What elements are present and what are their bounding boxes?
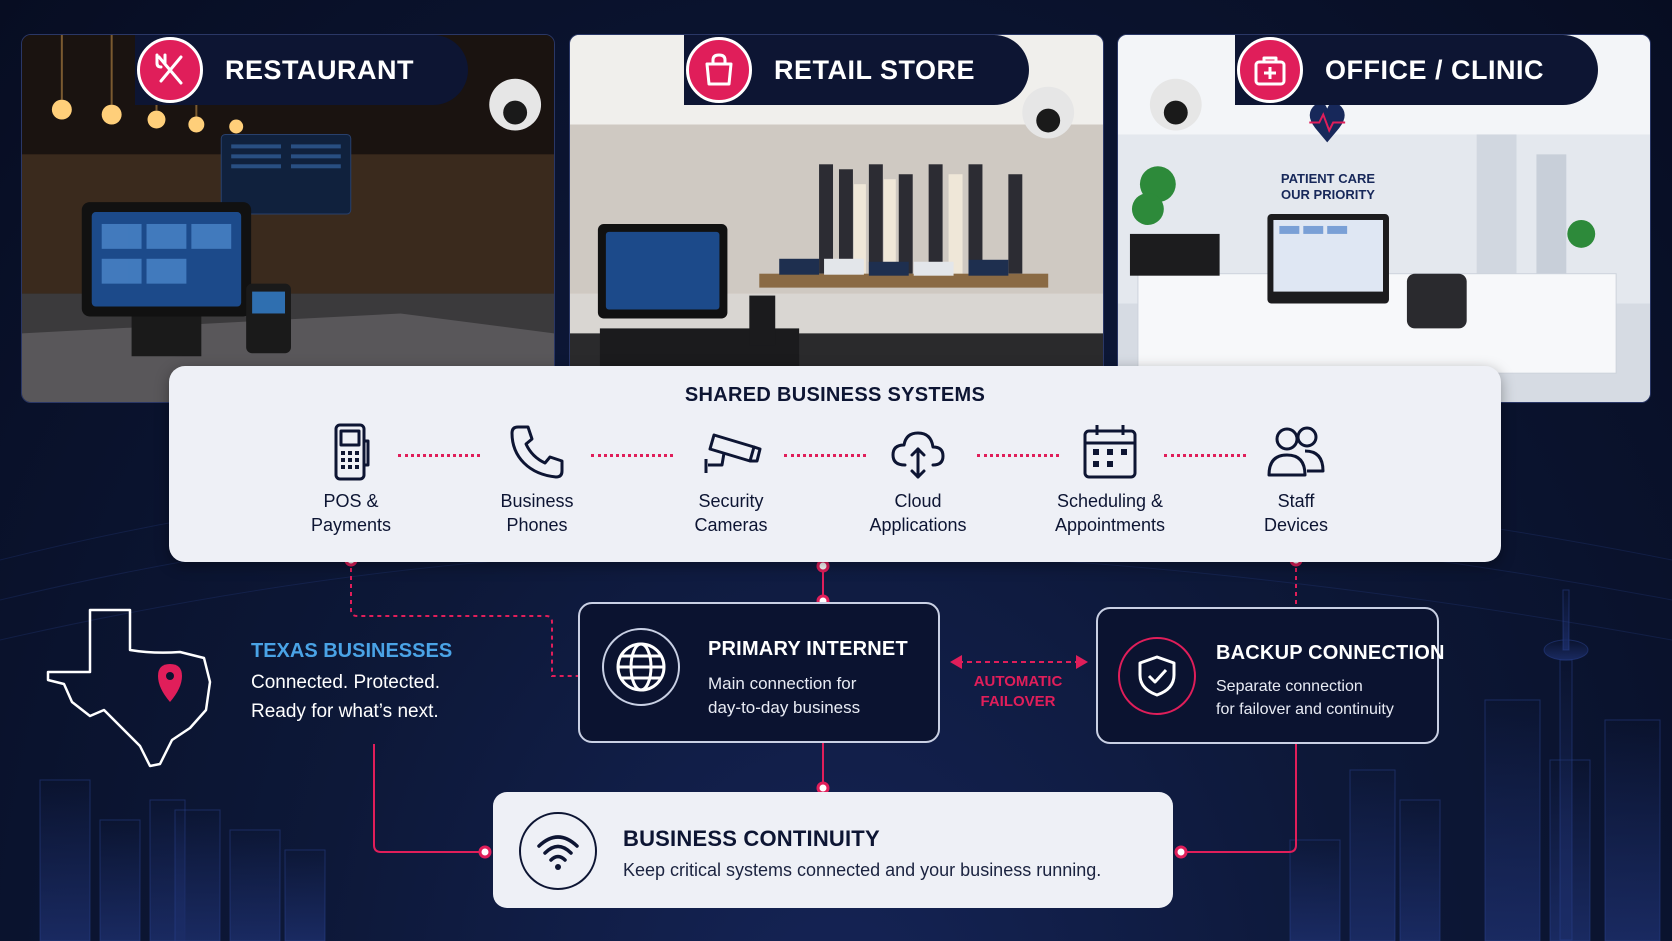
backup-connection-line1: Separate connection (1216, 678, 1363, 695)
panel-title: OFFICE / CLINIC (1325, 54, 1544, 85)
panel-title: RESTAURANT (225, 54, 414, 85)
texas-title: TEXAS BUSINESSES (251, 640, 453, 662)
clinic-sign: PATIENT CARE OUR PRIORITY (1258, 171, 1398, 203)
wifi-icon (519, 812, 597, 890)
dotted-link (591, 454, 673, 457)
failover-line2: FAILOVER (980, 693, 1056, 710)
shield-check-icon (1118, 637, 1196, 715)
dotted-link (977, 454, 1059, 457)
shared-systems-card: SHARED BUSINESS SYSTEMS POS & Payments B… (169, 366, 1501, 562)
system-label-line2: Applications (869, 515, 967, 535)
system-label-line1: Staff (1277, 491, 1315, 511)
system-label-line2: Cameras (694, 515, 768, 535)
texas-map-pin-icon (46, 608, 212, 768)
dotted-link (784, 454, 866, 457)
panel-restaurant: RESTAURANT (21, 34, 555, 403)
automatic-failover-label: AUTOMATIC FAILOVER (955, 672, 1081, 712)
system-label-line1: Business (500, 491, 574, 511)
system-cloud-applications: Cloud Applications (833, 421, 1003, 537)
panel-title: RETAIL STORE (774, 54, 976, 85)
system-business-phones: Business Phones (452, 421, 622, 537)
system-label-line2: Phones (506, 515, 568, 535)
failover-line1: AUTOMATIC (973, 673, 1063, 690)
medical-kit-icon (1237, 37, 1303, 103)
system-scheduling-appointments: Scheduling & Appointments (1025, 421, 1195, 537)
system-label-line2: Payments (310, 515, 392, 535)
calendar-icon (1083, 425, 1137, 479)
backup-connection-card: BACKUP CONNECTION Separate connection fo… (1096, 607, 1444, 744)
panel-label: RESTAURANT (135, 35, 468, 105)
system-label-line1: POS & (323, 491, 379, 511)
primary-internet-title: PRIMARY INTERNET (708, 638, 908, 660)
backup-connection-line2: for failover and continuity (1216, 701, 1394, 718)
dotted-link (1164, 454, 1246, 457)
primary-internet-line1: Main connection for (708, 674, 857, 693)
panel-label: OFFICE / CLINIC (1235, 35, 1598, 105)
dotted-link (398, 454, 480, 457)
phone-icon (510, 425, 564, 479)
texas-line1: Connected. Protected. (251, 672, 441, 693)
security-camera-icon (704, 433, 762, 473)
users-icon (1267, 426, 1325, 477)
fork-knife-icon (137, 37, 203, 103)
panel-label: RETAIL STORE (684, 35, 1030, 105)
system-label-line1: Security (698, 491, 764, 511)
system-staff-devices: Staff Devices (1211, 421, 1381, 537)
shared-systems-title: SHARED BUSINESS SYSTEMS (684, 384, 986, 406)
restaurant-scene (22, 35, 554, 402)
business-continuity-title: BUSINESS CONTINUITY (623, 826, 880, 851)
texas-line2: Ready for what’s next. (251, 701, 439, 722)
globe-icon (602, 628, 680, 706)
pos-terminal-icon (334, 423, 370, 481)
system-label-line1: Scheduling & (1056, 491, 1164, 511)
system-security-cameras: Security Cameras (646, 421, 816, 537)
system-label-line1: Cloud (894, 491, 942, 511)
primary-internet-card: PRIMARY INTERNET Main connection for day… (578, 602, 940, 743)
panel-retail-store: RETAIL STORE (569, 34, 1104, 403)
system-label-line2: Appointments (1054, 515, 1166, 535)
clinic-sign-line1: PATIENT CARE (1280, 171, 1376, 186)
clinic-sign-line2: OUR PRIORITY (1281, 187, 1375, 202)
business-continuity-card: BUSINESS CONTINUITY Keep critical system… (493, 792, 1173, 908)
business-continuity-subtitle: Keep critical systems connected and your… (623, 860, 1102, 880)
backup-connection-title: BACKUP CONNECTION (1216, 642, 1445, 664)
system-label-line2: Devices (1263, 515, 1329, 535)
primary-internet-line2: day-to-day business (708, 698, 861, 717)
cloud-icon (891, 431, 945, 479)
system-pos-payments: POS & Payments (266, 421, 436, 537)
panel-office-clinic: PATIENT CARE OUR PRIORITY OFFICE / CLINI… (1117, 34, 1651, 403)
shopping-bag-icon (686, 37, 752, 103)
